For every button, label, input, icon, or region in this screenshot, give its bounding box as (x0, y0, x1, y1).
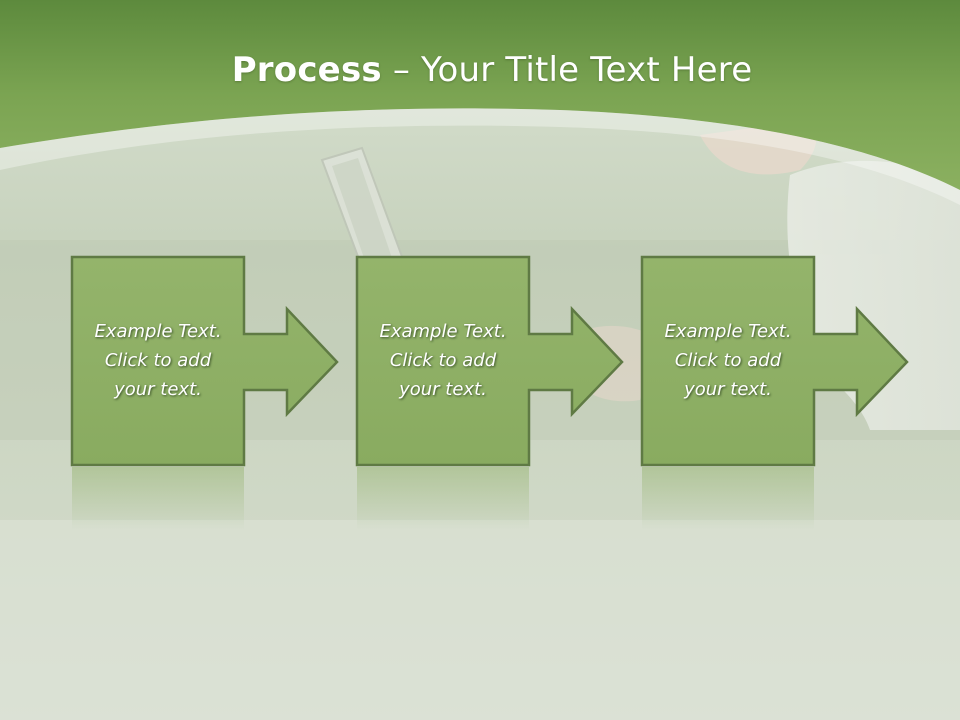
step-text-line: Example Text. (94, 320, 222, 342)
step-text-line: your text. (399, 378, 487, 400)
step-reflections (72, 467, 814, 530)
step-text-line: Click to add (674, 349, 782, 371)
title-bold: Process (231, 50, 382, 90)
process-step-2[interactable]: Example Text. Click to add your text. (358, 257, 528, 463)
step-text-line: your text. (114, 378, 202, 400)
step-text-line: Example Text. (664, 320, 792, 342)
process-step-shape-1 (70, 255, 339, 467)
process-step-shape-2 (355, 255, 624, 467)
step-text-line: Example Text. (379, 320, 507, 342)
step-text-line: your text. (684, 378, 772, 400)
page-title[interactable]: Process – Your Title Text Here (0, 50, 960, 90)
step-text-line: Click to add (389, 349, 497, 371)
process-step-1[interactable]: Example Text. Click to add your text. (73, 257, 243, 463)
process-step-shape-3 (640, 255, 909, 467)
process-step-3[interactable]: Example Text. Click to add your text. (643, 257, 813, 463)
title-rest: – Your Title Text Here (381, 50, 753, 90)
step-text-line: Click to add (104, 349, 212, 371)
